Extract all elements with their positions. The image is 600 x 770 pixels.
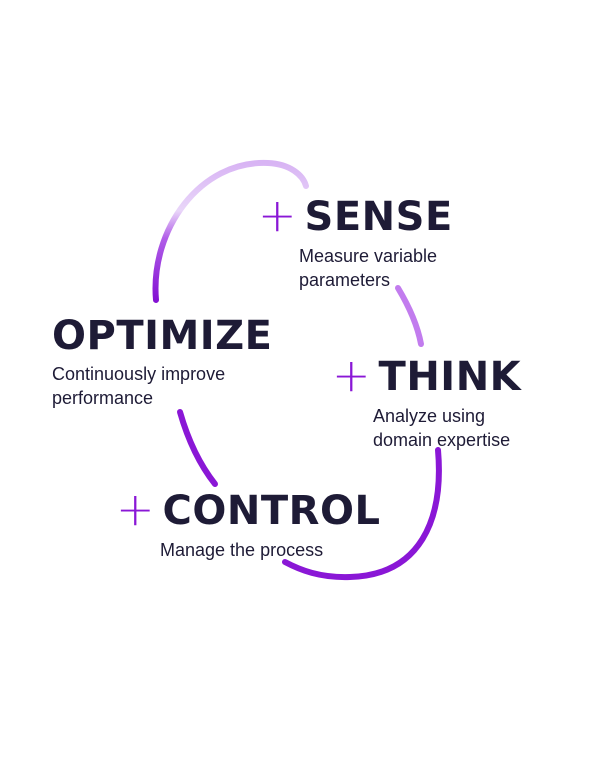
loop-arc-left-lower [177,409,218,487]
stage-control-header: + CONTROL [116,486,400,534]
stage-optimize-header: OPTIMIZE [52,316,282,356]
stage-think-description: Analyze using domain expertise [373,406,511,450]
stage-control-description: Manage the process [160,540,324,560]
loop-arc-right-lower [282,447,442,581]
plus-icon: + [116,482,155,536]
loop-arc-top-left [152,159,309,303]
stage-think-title: THINK [378,354,522,400]
stage-optimize-description: Continuously improve performance [52,364,226,408]
plus-icon: + [258,188,297,242]
stage-think: + THINK Analyze using domain expertise [332,352,583,452]
stage-sense-description: Measure variable parameters [299,246,438,290]
stage-think-header: + THINK [332,352,583,400]
stage-sense-header: + SENSE [258,192,499,240]
stage-optimize-title: OPTIMIZE [52,313,273,359]
stage-sense: + SENSE Measure variable parameters [258,192,499,292]
stage-optimize: OPTIMIZE Continuously improve performanc… [52,316,282,410]
loop-arc-right-upper [395,285,424,347]
stage-sense-title: SENSE [304,194,453,240]
stage-control-title: CONTROL [162,488,381,534]
stage-control: + CONTROL Manage the process [116,486,400,562]
plus-icon: + [332,348,371,402]
